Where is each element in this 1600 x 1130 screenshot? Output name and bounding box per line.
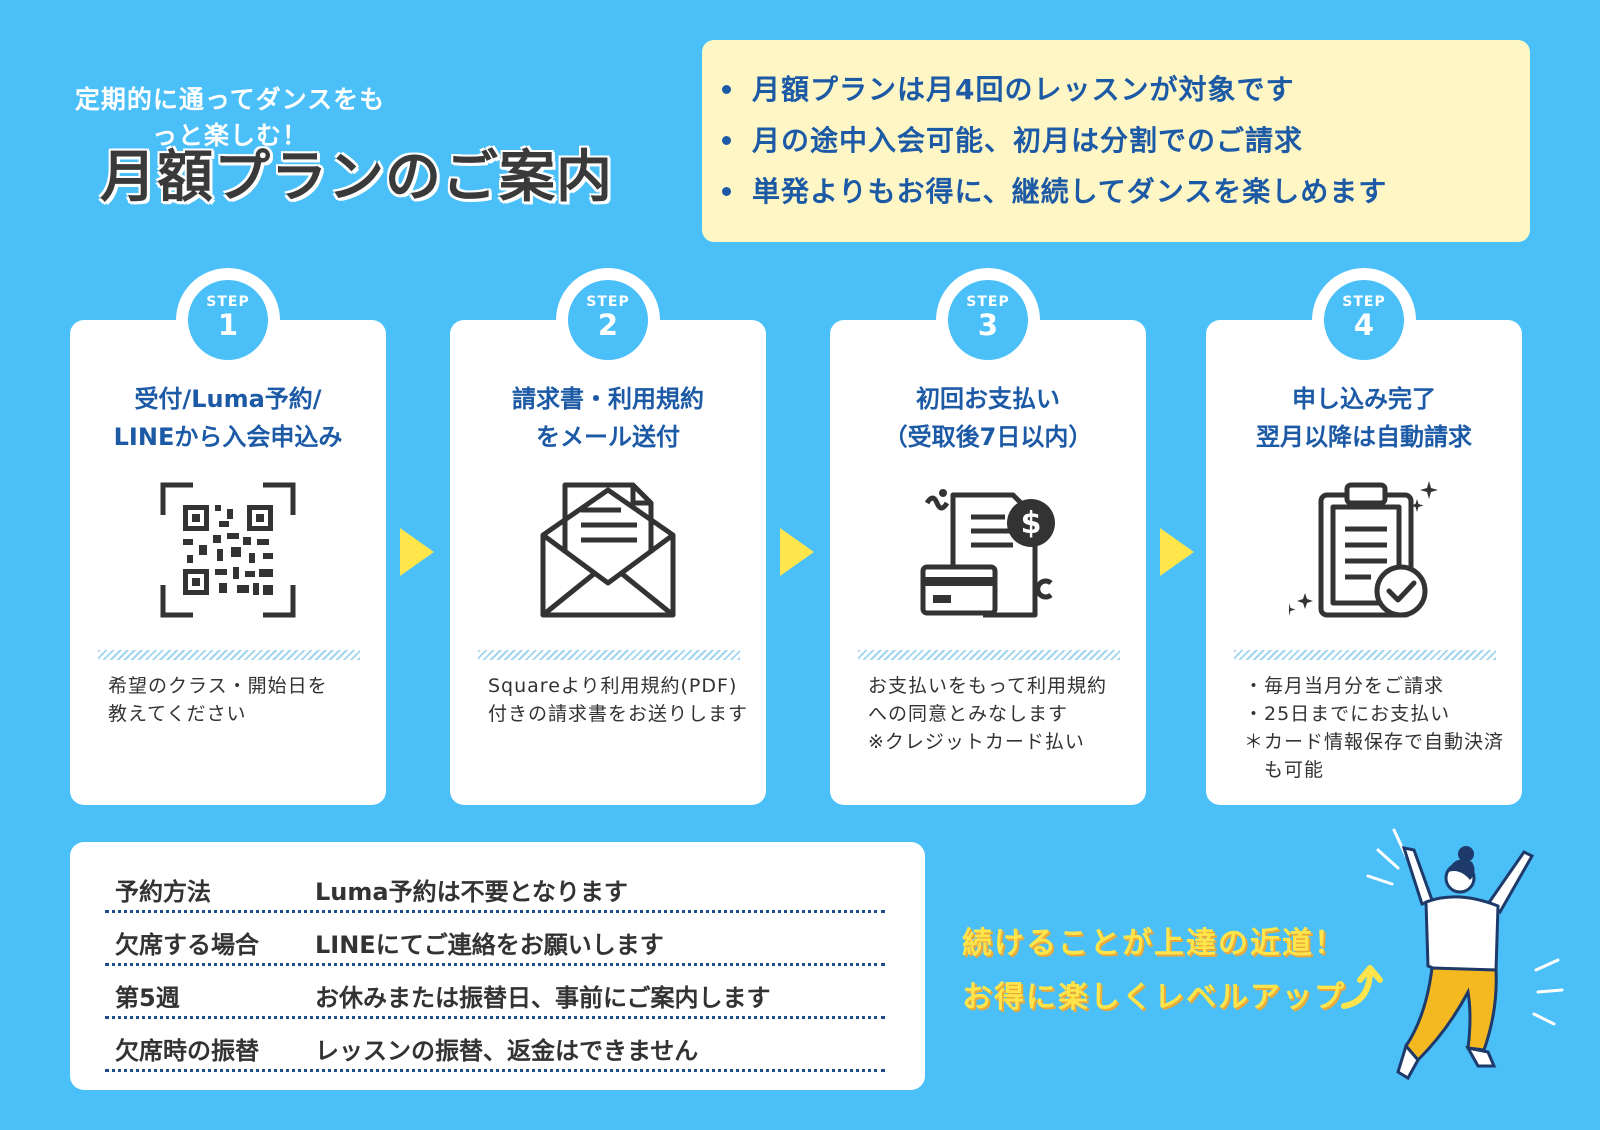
info-list: 月額プランは月4回のレッスンが対象です 月の途中入会可能、初月は分割でのご請求 … [702,40,1530,217]
envelope-letter-icon [533,475,683,625]
step-title: 受付/Luma予約/ LINEから入会申込み [113,385,343,451]
divider [478,650,740,660]
row-label: 欠席する場合 [115,931,259,959]
info-box: 月額プランは月4回のレッスンが対象です 月の途中入会可能、初月は分割でのご請求 … [702,40,1530,242]
step-description: ・毎月当月分をご請求 ・25日までにお支払い ＊カード情報保存で自動決済 も可能 [1244,675,1505,781]
row-value: お休みまたは振替日、事前にご案内します [315,984,771,1012]
slogan-line-2: お得に楽しくレベルアップ [962,980,1346,1015]
svg-text:$: $ [1021,506,1042,541]
step-title: 請求書・利用規約 をメール送付 [512,385,704,451]
table-row: 予約方法 Luma予約は不要となります [105,860,885,913]
step-badge: STEP 1 [176,268,280,372]
step-title: 初回お支払い （受取後7日以内） [883,385,1093,451]
info-item: 単発よりもお得に、継続してダンスを楽しめます [722,166,1530,217]
step-title: 申し込み完了 翌月以降は自動請求 [1256,385,1472,451]
step-badge: STEP 2 [556,268,660,372]
arrow-right-icon [1160,528,1194,576]
step-number: 4 [1353,308,1375,342]
step-card-4: STEP 4 申し込み完了 翌月以降は自動請求 ・毎月当月分をご請求 ・25日ま… [1206,268,1522,805]
step-description: お支払いをもって利用規約 への同意とみなします ※クレジットカード払い [868,675,1108,753]
page-title: 月額プランのご案内 [100,145,613,210]
divider [98,650,360,660]
step-description: 希望のクラス・開始日を 教えてください [108,675,328,725]
qr-code-icon [153,475,303,625]
step-badge: STEP 4 [1312,268,1416,372]
step-number: 2 [597,308,619,342]
step-card-2: STEP 2 請求書・利用規約 をメール送付 Squareより利用規約(PDF)… [450,268,766,805]
row-value: Luma予約は不要となります [315,878,628,906]
step-label: STEP [206,294,250,310]
step-description: Squareより利用規約(PDF) 付きの請求書をお送りします [488,675,749,725]
step-card-3: STEP 3 初回お支払い （受取後7日以内） $ お支払いをもって利用規約 へ… [830,268,1146,805]
row-label: 予約方法 [115,878,211,906]
rules-table: 予約方法 Luma予約は不要となります 欠席する場合 LINEにてご連絡をお願い… [70,842,925,1090]
arrow-up-icon [1338,962,1388,1012]
payment-invoice-icon: $ [913,475,1063,625]
step-label: STEP [1342,294,1386,310]
arrow-right-icon [400,528,434,576]
divider [858,650,1120,660]
info-item: 月の途中入会可能、初月は分割でのご請求 [722,115,1530,166]
subtitle: 定期的に通ってダンスをもっと楽しむ！ [74,85,386,150]
row-label: 欠席時の振替 [115,1037,259,1065]
clipboard-check-icon [1282,475,1439,625]
row-value: レッスンの振替、返金はできません [315,1037,699,1065]
table-row: 第5週 お休みまたは振替日、事前にご案内します [105,966,885,1019]
arrow-right-icon [780,528,814,576]
step-card-1: STEP 1 受付/Luma予約/ LINEから入会申込み [70,268,386,805]
table-row: 欠席時の振替 レッスンの振替、返金はできません [105,1019,885,1072]
divider [1234,650,1496,660]
dancer-illustration [1348,820,1588,1100]
step-number: 1 [217,308,239,342]
info-item: 月額プランは月4回のレッスンが対象です [722,64,1530,115]
table-row: 欠席する場合 LINEにてご連絡をお願いします [105,913,885,966]
step-label: STEP [966,294,1010,310]
slogan-line-1: 続けることが上達の近道！ [962,926,1346,961]
row-value: LINEにてご連絡をお願いします [315,931,664,959]
step-badge: STEP 3 [936,268,1040,372]
row-label: 第5週 [115,984,180,1012]
step-number: 3 [977,308,999,342]
step-label: STEP [586,294,630,310]
